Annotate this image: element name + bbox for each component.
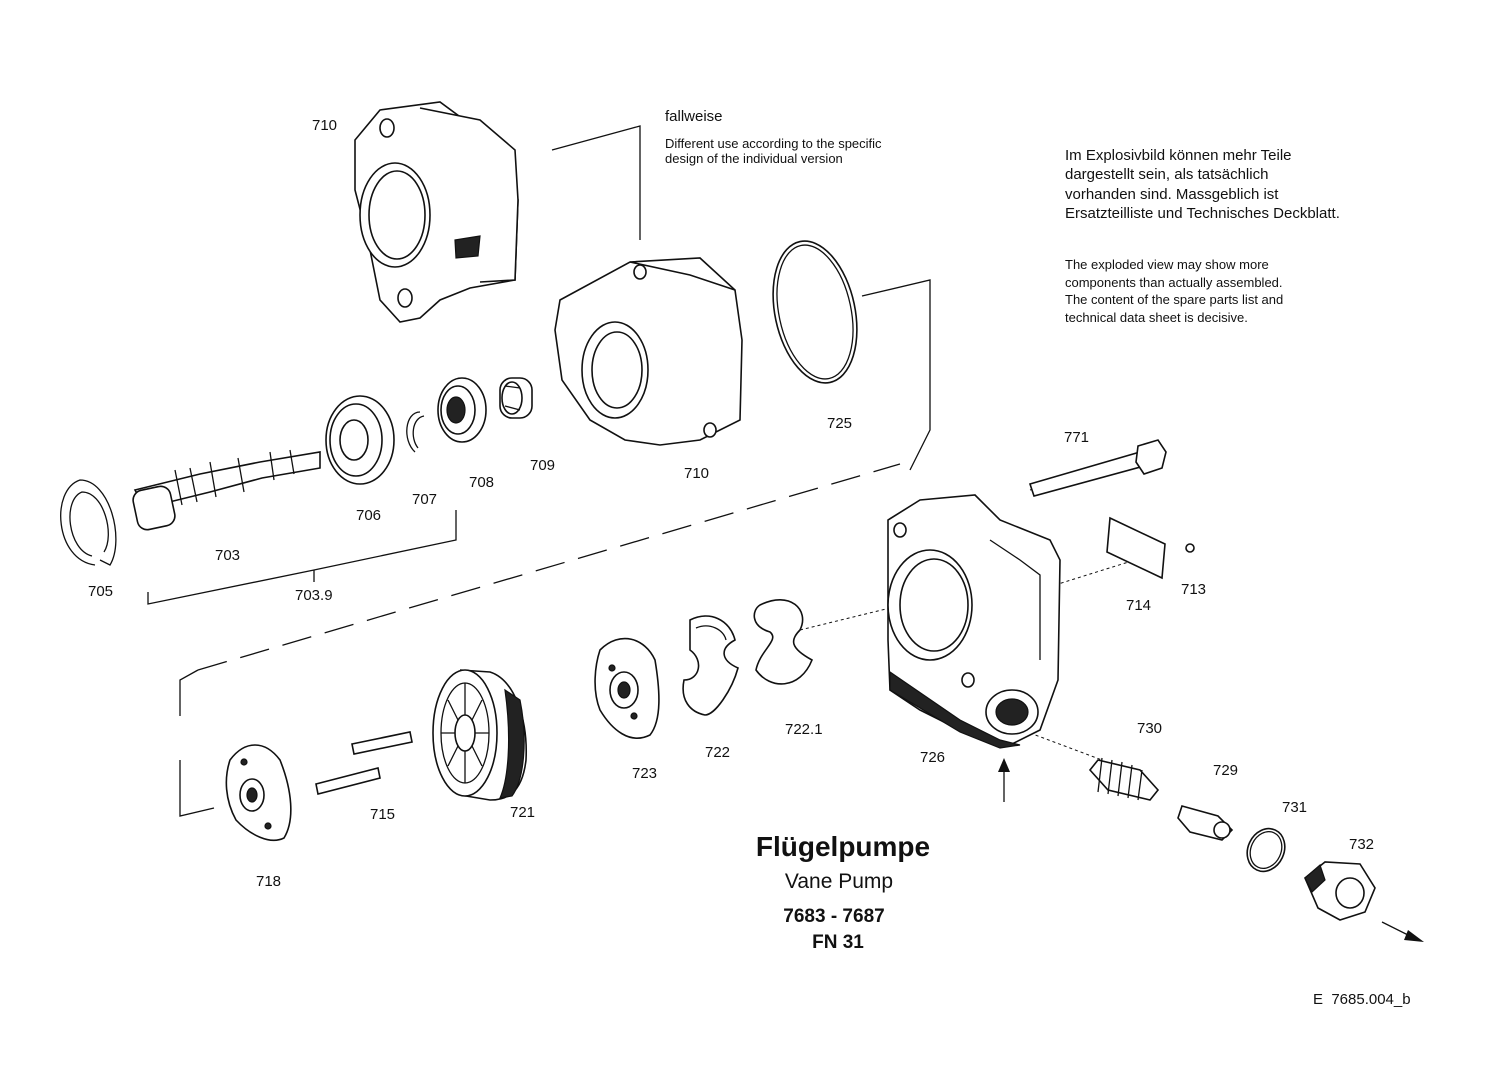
part-715-pins bbox=[315, 731, 413, 795]
title-de: Flügelpumpe bbox=[756, 831, 930, 862]
disclaimer-en-line3: The content of the spare parts list and bbox=[1065, 292, 1283, 307]
disclaimer-en-line4: technical data sheet is decisive. bbox=[1065, 310, 1248, 325]
part-722-1-seal bbox=[753, 599, 814, 685]
label-715: 715 bbox=[370, 806, 395, 823]
part-729-valve-piston bbox=[1177, 805, 1234, 841]
label-709: 709 bbox=[530, 457, 555, 474]
disclaimer-en-line2: components than actually assembled. bbox=[1065, 275, 1283, 290]
part-725-o-ring bbox=[772, 240, 858, 384]
part-722-spring-plate bbox=[682, 615, 739, 716]
part-714-nameplate bbox=[1106, 516, 1166, 580]
part-723-pressure-plate bbox=[594, 637, 660, 739]
part-707-snap-ring bbox=[406, 411, 425, 453]
disclaimer-en-line1: The exploded view may show more bbox=[1065, 257, 1269, 272]
part-726-pump-housing bbox=[887, 494, 1061, 749]
label-721: 721 bbox=[510, 804, 535, 821]
part-710-flange-upper bbox=[354, 101, 519, 323]
label-705: 705 bbox=[88, 583, 113, 600]
part-721-rotor-ring bbox=[432, 669, 527, 801]
model-range: 7683 - 7687 bbox=[783, 906, 884, 927]
part-730-spring bbox=[1088, 757, 1160, 801]
subassembly-bracket-703-9 bbox=[147, 510, 457, 605]
part-705-circlip bbox=[60, 479, 117, 566]
label-718: 718 bbox=[256, 873, 281, 890]
drawing-id: E 7685.004_b bbox=[1313, 991, 1411, 1008]
part-labels: 710 710 725 706 707 708 709 703 703.9 70… bbox=[88, 117, 1374, 890]
pump-size: FN 31 bbox=[812, 932, 864, 953]
label-730: 730 bbox=[1137, 720, 1162, 737]
part-718-end-plate bbox=[225, 744, 292, 842]
label-710-upper: 710 bbox=[312, 117, 337, 134]
label-722-1: 722.1 bbox=[785, 721, 823, 738]
disclaimer-de-line1: Im Explosivbild können mehr Teile bbox=[1065, 147, 1292, 164]
variant-note: fallweise Different use according to the… bbox=[665, 108, 882, 166]
label-703-9: 703.9 bbox=[295, 587, 333, 604]
label-729: 729 bbox=[1213, 762, 1238, 779]
note-variant-line1: Different use according to the specific bbox=[665, 136, 882, 151]
part-771-bolt bbox=[1028, 439, 1167, 497]
part-713-rivet bbox=[1185, 543, 1195, 553]
label-722: 722 bbox=[705, 744, 730, 761]
label-725: 725 bbox=[827, 415, 852, 432]
note-fallweise: fallweise bbox=[665, 108, 723, 125]
part-708-shaft-seal bbox=[437, 377, 487, 443]
dashed-separator bbox=[179, 463, 901, 817]
label-710-lower: 710 bbox=[684, 465, 709, 482]
part-709-needle-bearing bbox=[499, 377, 533, 419]
disclaimer-de: Im Explosivbild können mehr Teile darges… bbox=[1065, 147, 1340, 222]
part-710-flange-lower bbox=[554, 257, 743, 446]
label-714: 714 bbox=[1126, 597, 1151, 614]
part-732-screw-plug bbox=[1304, 861, 1376, 921]
part-706-ball-bearing bbox=[325, 395, 395, 485]
disclaimer-en: The exploded view may show more componen… bbox=[1065, 257, 1283, 325]
label-708: 708 bbox=[469, 474, 494, 491]
note-variant-line2: design of the individual version bbox=[665, 151, 843, 166]
inlet-arrow bbox=[998, 758, 1010, 802]
label-707: 707 bbox=[412, 491, 437, 508]
disclaimer-de-line2: dargestellt sein, als tatsächlich bbox=[1065, 166, 1268, 183]
label-706: 706 bbox=[356, 507, 381, 524]
label-726: 726 bbox=[920, 749, 945, 766]
title-en: Vane Pump bbox=[785, 870, 893, 893]
outlet-arrow bbox=[1381, 921, 1424, 942]
label-731: 731 bbox=[1282, 799, 1307, 816]
label-703: 703 bbox=[215, 547, 240, 564]
disclaimer-de-line3: vorhanden sind. Massgeblich ist bbox=[1065, 186, 1279, 203]
variant-bracket bbox=[551, 125, 931, 471]
label-771: 771 bbox=[1064, 429, 1089, 446]
label-723: 723 bbox=[632, 765, 657, 782]
disclaimer-de-line4: Ersatzteilliste und Technisches Deckblat… bbox=[1065, 205, 1340, 222]
title-block: Flügelpumpe Vane Pump 7683 - 7687 FN 31 bbox=[756, 831, 930, 953]
part-731-o-ring bbox=[1246, 827, 1286, 873]
label-732: 732 bbox=[1349, 836, 1374, 853]
label-713: 713 bbox=[1181, 581, 1206, 598]
part-703-drive-shaft bbox=[132, 449, 321, 531]
